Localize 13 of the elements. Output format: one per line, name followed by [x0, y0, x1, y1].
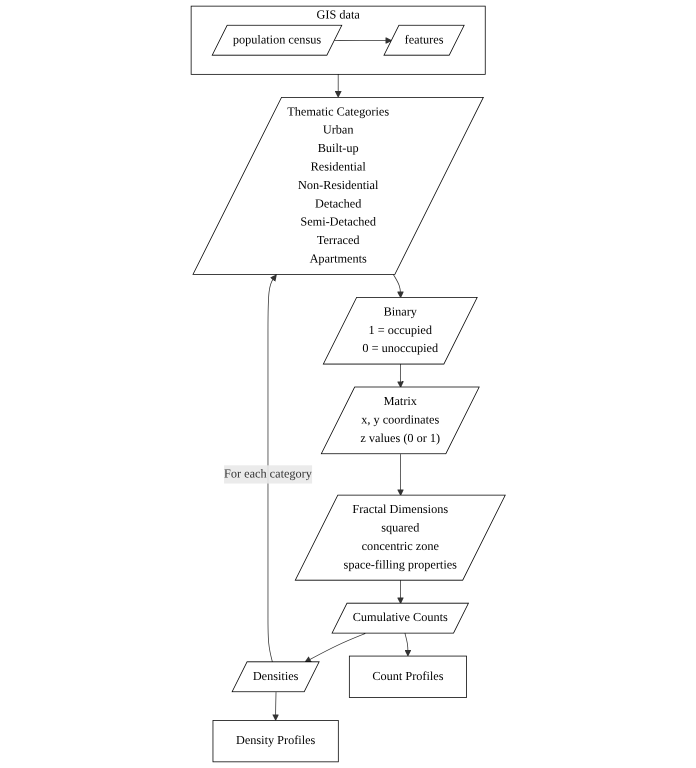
arrow	[304, 633, 366, 663]
arrow	[334, 74, 342, 98]
arrow	[404, 633, 412, 656]
arrow	[272, 692, 279, 721]
arrow	[396, 364, 404, 388]
arrow	[392, 274, 404, 298]
arrow	[334, 37, 392, 44]
arrow	[396, 580, 404, 604]
node-box: Count Profiles	[348, 656, 467, 698]
node-box: Density Profiles	[212, 720, 338, 762]
arrow	[267, 274, 277, 663]
arrow	[396, 454, 404, 496]
edge-label: For each category	[224, 468, 312, 481]
